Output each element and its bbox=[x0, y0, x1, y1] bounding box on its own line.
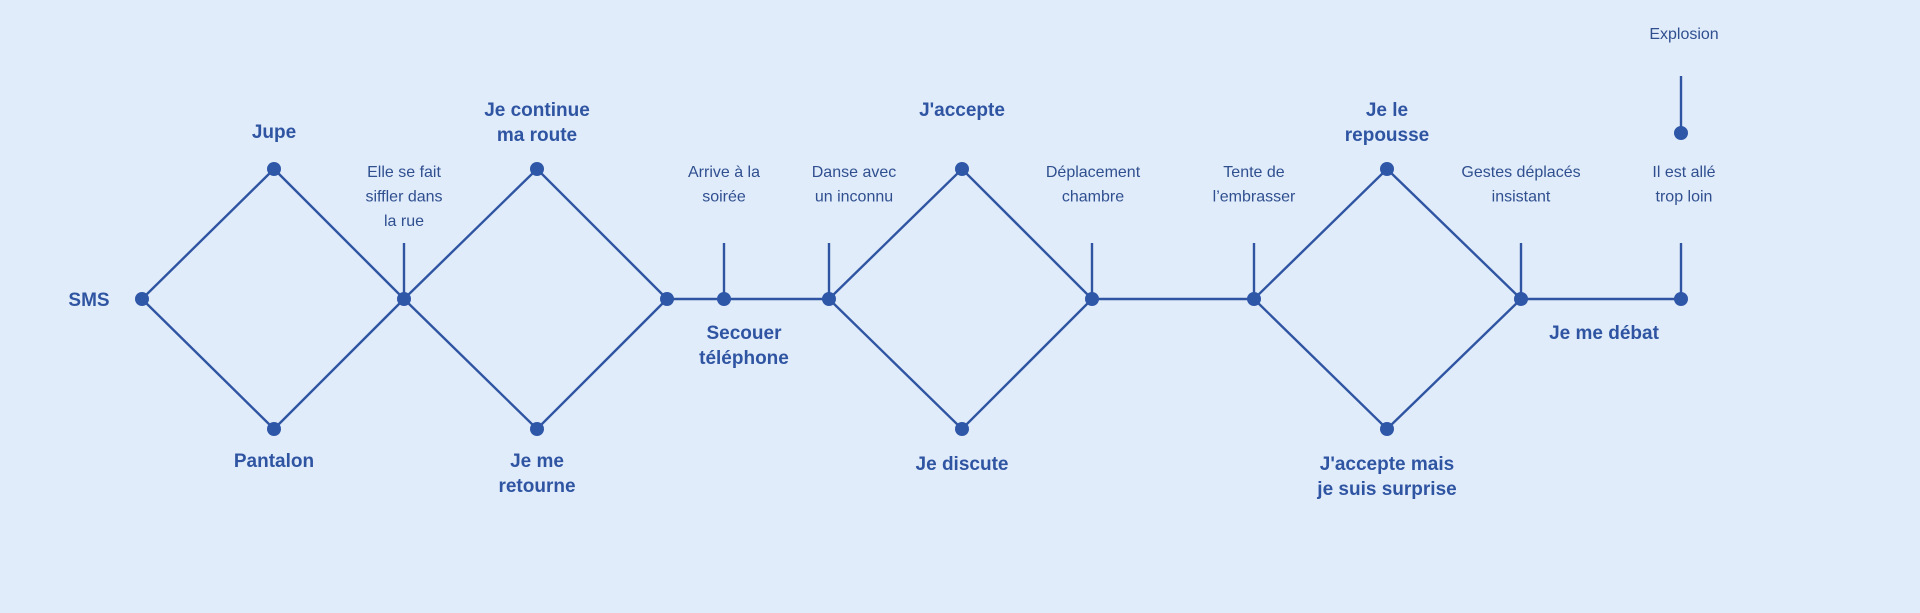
label-sms: SMS bbox=[68, 290, 109, 311]
node-accepte-surprise bbox=[1380, 422, 1394, 436]
edges bbox=[141, 76, 1683, 431]
event-explosion: Explosion bbox=[1649, 26, 1718, 43]
edge bbox=[141, 167, 406, 431]
edge bbox=[403, 167, 669, 431]
node-merge bbox=[660, 292, 674, 306]
node-repousse bbox=[1380, 162, 1394, 176]
node-pantalon bbox=[267, 422, 281, 436]
node-continue bbox=[530, 162, 544, 176]
node-jupe bbox=[267, 162, 281, 176]
label-jupe: Jupe bbox=[252, 122, 296, 143]
node-discute bbox=[955, 422, 969, 436]
label-pantalon: Pantalon bbox=[234, 451, 314, 472]
edge bbox=[1253, 167, 1523, 431]
node-trop-loin bbox=[1674, 292, 1688, 306]
label-accepte: J'accepte bbox=[919, 100, 1005, 121]
nodes bbox=[135, 126, 1688, 436]
node-embrasser bbox=[1247, 292, 1261, 306]
node-siffler bbox=[397, 292, 411, 306]
node-explosion bbox=[1674, 126, 1688, 140]
node-gestes bbox=[1514, 292, 1528, 306]
node-danse bbox=[822, 292, 836, 306]
node-sms bbox=[135, 292, 149, 306]
node-soiree bbox=[717, 292, 731, 306]
node-deplacement bbox=[1085, 292, 1099, 306]
node-retourne bbox=[530, 422, 544, 436]
label-discute: Je discute bbox=[916, 454, 1009, 475]
node-accepte bbox=[955, 162, 969, 176]
label-debat: Je me débat bbox=[1549, 323, 1659, 344]
edge bbox=[828, 167, 1094, 431]
